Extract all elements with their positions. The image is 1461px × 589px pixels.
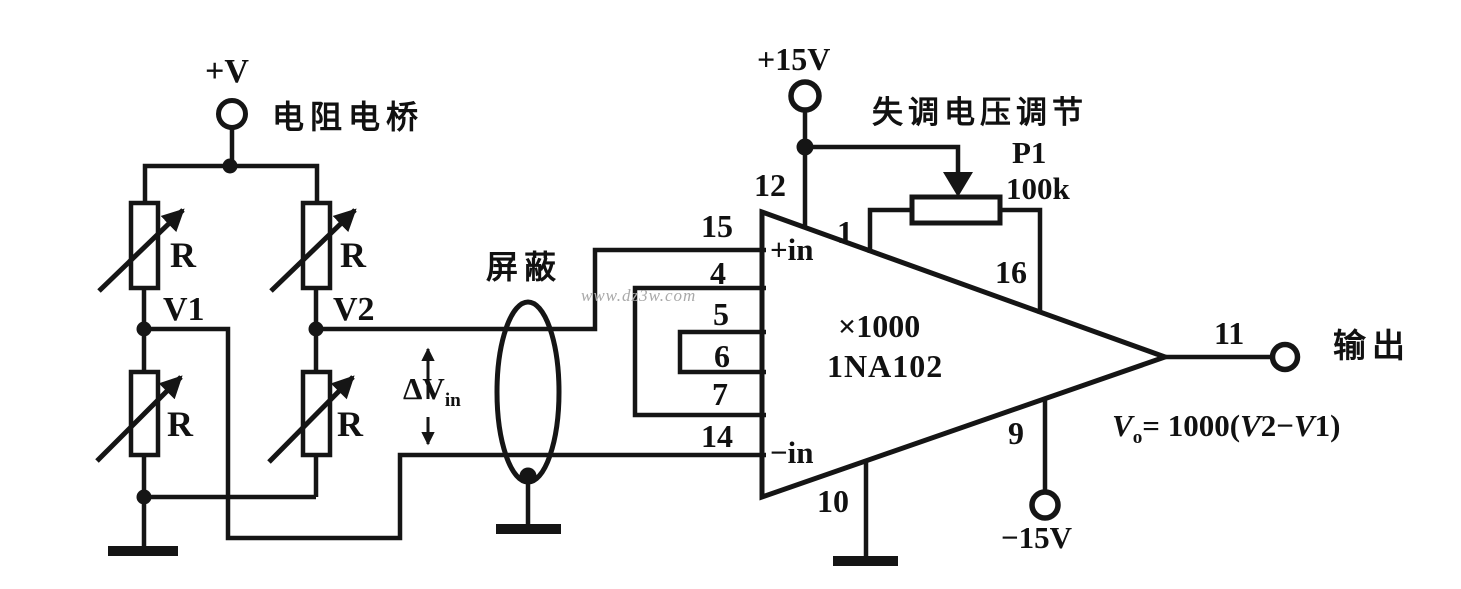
node-v1-label: V1 xyxy=(163,291,205,328)
output-formula: Vo= 1000(V2−V1) xyxy=(1112,408,1341,449)
bridge-title: 电阻电桥 xyxy=(272,99,425,135)
pin10-ground xyxy=(833,459,898,566)
watermark: www.dz3w.com xyxy=(581,286,697,305)
opamp-triangle xyxy=(759,208,1173,501)
terminal-plus-v xyxy=(216,98,248,130)
pin16-wire xyxy=(1000,207,1043,314)
junction-dot xyxy=(136,489,152,505)
shield-symbol xyxy=(494,299,562,534)
node-v2-label: V2 xyxy=(333,291,375,328)
resistor-top-left xyxy=(97,200,185,293)
pin-6-label: 6 xyxy=(714,338,730,374)
terminal-minus-15v xyxy=(1029,489,1061,521)
pin-9-label: 9 xyxy=(1008,415,1024,451)
pin-16-label: 16 xyxy=(995,254,1027,290)
pin-1-label: 1 xyxy=(837,214,853,250)
resistor-label-r1: R xyxy=(170,235,196,275)
pot-wiper-arrow xyxy=(805,144,973,197)
pin-14-label: 14 xyxy=(701,418,733,454)
resistor-bottom-right xyxy=(267,369,355,464)
junction-dot xyxy=(222,158,238,174)
plus-15v-label: +15V xyxy=(757,41,831,77)
potentiometer-body xyxy=(909,194,1003,226)
terminal-plus-15v xyxy=(788,79,822,113)
shield-label: 屏蔽 xyxy=(486,249,563,285)
resistor-top-right xyxy=(269,200,357,293)
pin-7-label: 7 xyxy=(712,376,728,412)
pot-value-label: 100k xyxy=(1006,171,1070,206)
terminal-output xyxy=(1269,341,1301,373)
pin-5-label: 5 xyxy=(713,296,729,332)
jumper-pin4-pin7 xyxy=(632,285,766,418)
junction-dot xyxy=(796,138,814,156)
part-number-label: 1NA102 xyxy=(827,348,944,384)
v1-signal-wire xyxy=(144,326,766,541)
pin-10-label: 10 xyxy=(817,483,849,519)
minus-15v-label: −15V xyxy=(1001,520,1073,555)
pin-15-label: 15 xyxy=(701,208,733,244)
pin-4-label: 4 xyxy=(710,255,726,291)
pin-11-label: 11 xyxy=(1214,315,1245,351)
pin1-wire xyxy=(867,207,912,253)
delta-vin-label: ΔVin xyxy=(403,371,461,412)
resistor-bottom-left xyxy=(95,369,183,463)
plus-in-label: +in xyxy=(770,232,814,267)
output-label: 输出 xyxy=(1333,329,1411,365)
pot-name-label: P1 xyxy=(1012,135,1047,170)
v2-signal-wire xyxy=(316,247,766,332)
pin-12-label: 12 xyxy=(754,167,786,203)
offset-adjust-label: 失调电压调节 xyxy=(872,95,1088,130)
resistor-label-r2: R xyxy=(340,235,366,275)
junction-dot xyxy=(136,321,152,337)
junction-dot xyxy=(308,321,324,337)
gain-label: ×1000 xyxy=(838,308,921,344)
jumper-pin5-pin6 xyxy=(677,329,766,375)
resistor-label-r4: R xyxy=(337,404,363,444)
minus-in-label: −in xyxy=(770,435,814,470)
plus-v-label: +V xyxy=(205,53,249,90)
resistor-label-r3: R xyxy=(167,404,193,444)
